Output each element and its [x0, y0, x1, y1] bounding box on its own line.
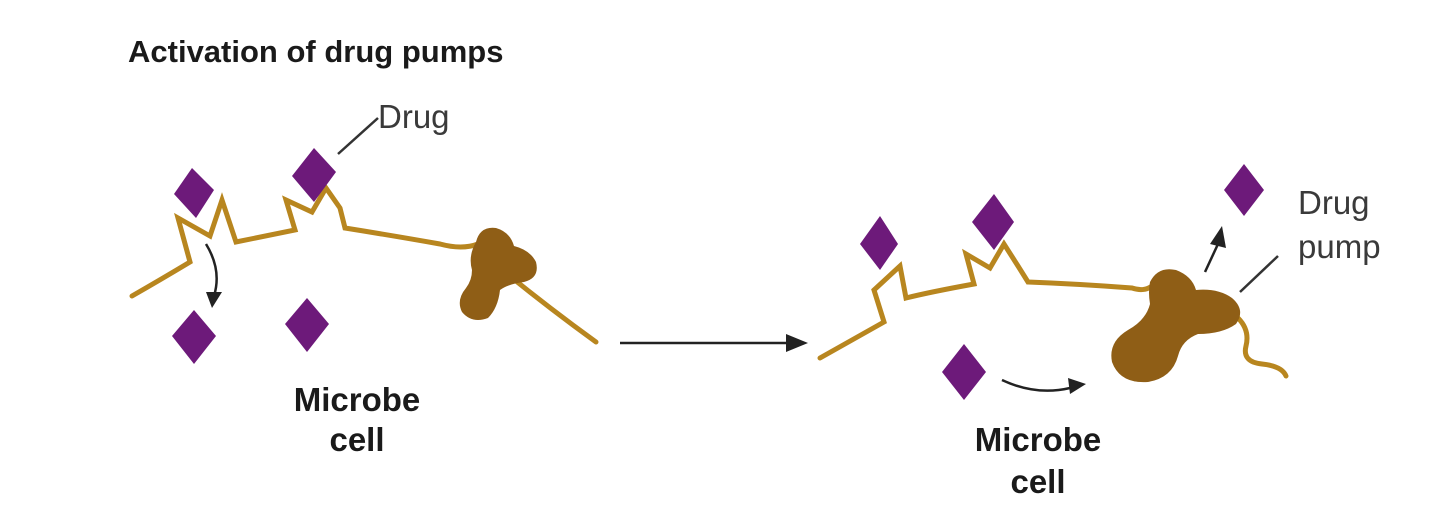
- drug-diamond-inside-3: [942, 344, 986, 400]
- microbe-cell-label-left-2: cell: [329, 421, 384, 458]
- drug-pump-label-2: pump: [1298, 228, 1381, 265]
- microbe-cell-label-right-2: cell: [1010, 463, 1065, 500]
- drug-efflux-arrowhead: [1210, 226, 1226, 248]
- right-drug-pump: [1111, 269, 1241, 383]
- left-drug-pump: [459, 227, 537, 320]
- transition-arrow: [620, 334, 808, 352]
- microbe-cell-label-left-1: Microbe: [294, 381, 421, 418]
- drug-pump-leader-line: [1239, 255, 1279, 293]
- right-cell-membrane: [817, 239, 1155, 361]
- left-panel: Drug Microbe cell: [129, 98, 599, 458]
- drug-to-pump-arrowhead: [1068, 378, 1086, 394]
- transition-arrowhead: [786, 334, 808, 352]
- drug-pump-label-1: Drug: [1298, 184, 1370, 221]
- drug-diamond-bound-3: [860, 216, 898, 270]
- microbe-cell-label-right-1: Microbe: [975, 421, 1102, 458]
- drug-diamond-inside-1: [172, 310, 216, 364]
- drug-diamond-inside-2: [285, 298, 329, 352]
- drug-to-pump-arrow: [1001, 378, 1071, 392]
- drug-diamond-bound-2: [292, 148, 336, 202]
- drug-diamond-bound-4: [972, 194, 1014, 250]
- drug-diamond-expelled: [1224, 164, 1264, 216]
- right-cell-membrane-tail: [1235, 315, 1289, 379]
- right-panel: Drug pump Microbe cell: [817, 164, 1381, 500]
- diagram-title: Activation of drug pumps: [128, 34, 503, 69]
- drug-entry-arrowhead: [206, 292, 222, 308]
- drug-efflux-arrow: [1203, 243, 1220, 273]
- drug-entry-arrow: [204, 243, 218, 297]
- drug-diamond-bound-1: [174, 168, 214, 218]
- drug-label: Drug: [378, 98, 450, 135]
- drug-leader-line: [337, 117, 379, 155]
